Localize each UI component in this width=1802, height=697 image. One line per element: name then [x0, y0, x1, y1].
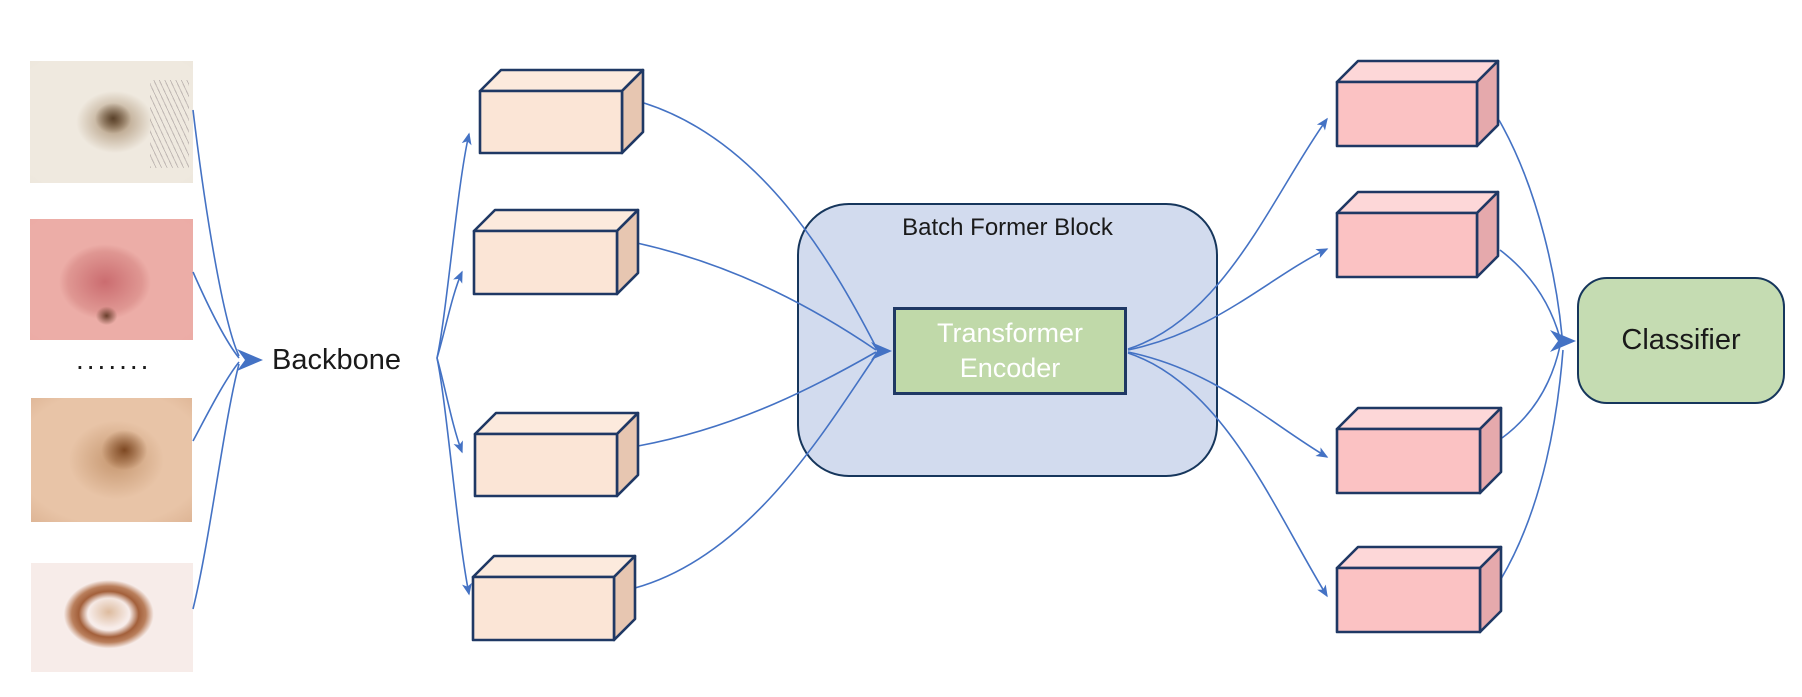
transformer-encoder-box: Transformer Encoder	[893, 307, 1127, 395]
input-feature-box-1	[478, 68, 645, 155]
dermoscopy-skin-lesion-photo-3	[31, 398, 192, 522]
arrows-backbone-to-features	[436, 132, 472, 596]
classifier-box: Classifier	[1577, 277, 1785, 404]
output-feature-box-2	[1335, 190, 1500, 279]
output-feature-box-1	[1335, 59, 1500, 148]
input-feature-box-4	[471, 554, 637, 642]
ellipsis-label: .......	[76, 344, 152, 375]
input-feature-box-2	[472, 208, 640, 296]
arrow-feature3-to-encoder	[637, 351, 877, 447]
arrow-output1-to-classifier	[1498, 119, 1563, 337]
output-feature-box-3	[1335, 406, 1503, 495]
output-feature-box-4	[1335, 545, 1503, 634]
arrow-image2-to-backbone	[192, 271, 240, 359]
arrow-feature4-to-encoder	[634, 354, 877, 589]
backbone-arrowhead	[237, 349, 263, 371]
arrow-encoder-to-output2	[1127, 248, 1329, 351]
batch-former-block-title: Batch Former Block	[902, 214, 1113, 241]
encoder-arrowhead	[871, 342, 892, 360]
classifier-label: Classifier	[1621, 324, 1741, 356]
backbone-label: Backbone	[272, 344, 401, 376]
dermoscopy-skin-lesion-photo-1	[30, 61, 193, 183]
arrow-encoder-to-output3	[1127, 351, 1329, 458]
arrow-image1-to-backbone	[192, 109, 240, 357]
dermoscopy-skin-lesion-photo-4	[31, 563, 193, 672]
arrow-image3-to-backbone	[192, 361, 240, 442]
arrows-features-to-encoder	[634, 102, 892, 589]
arrow-backbone-to-feature1	[436, 132, 472, 359]
arrow-backbone-to-feature4	[436, 357, 472, 596]
arrows-images-to-backbone	[192, 109, 263, 610]
arrow-backbone-to-feature3	[436, 357, 463, 454]
arrow-feature2-to-encoder	[636, 242, 877, 351]
arrow-backbone-to-feature2	[436, 270, 463, 359]
arrow-output4-to-classifier	[1500, 349, 1564, 580]
arrow-encoder-to-output4	[1127, 352, 1328, 598]
classifier-arrowhead	[1550, 330, 1576, 352]
arrows-encoder-to-outputs	[1127, 117, 1329, 598]
dermoscopy-skin-lesion-photo-2	[30, 219, 193, 340]
arrow-feature1-to-encoder	[643, 102, 877, 348]
transformer-encoder-label-line1: Transformer	[936, 317, 1084, 348]
arrow-output3-to-classifier	[1501, 345, 1561, 439]
arrow-output2-to-classifier	[1499, 249, 1561, 339]
arrow-encoder-to-output1	[1127, 117, 1328, 350]
input-feature-box-3	[473, 411, 640, 498]
transformer-encoder-label-line2: Encoder	[959, 353, 1061, 383]
arrows-outputs-to-classifier	[1498, 119, 1576, 580]
arrow-image4-to-backbone	[192, 363, 240, 610]
